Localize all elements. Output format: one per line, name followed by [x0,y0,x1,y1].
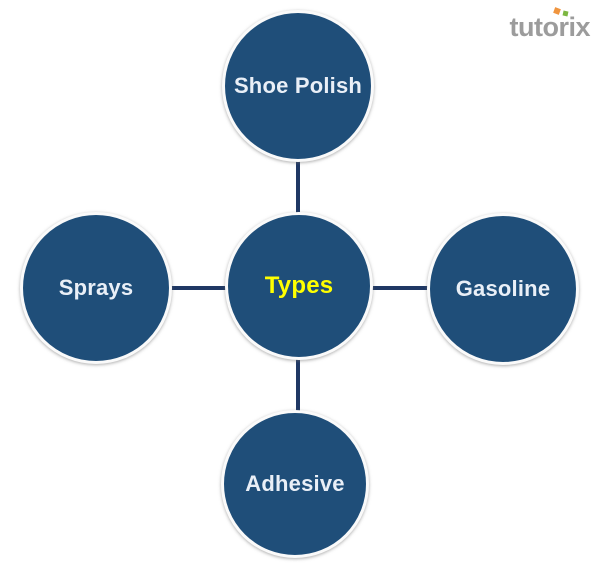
node-types-center: Types [225,212,373,360]
node-shoe-polish-label: Shoe Polish [233,73,363,98]
node-shoe-polish: Shoe Polish [222,10,374,162]
node-types-label: Types [264,272,334,299]
node-adhesive-label: Adhesive [245,471,345,496]
node-adhesive: Adhesive [221,410,369,558]
logo-text: tutorix [509,12,591,42]
tutorix-logo: tutorix [509,7,591,42]
node-gasoline: Gasoline [427,213,579,365]
node-sprays: Sprays [20,212,172,364]
node-sprays-label: Sprays [58,275,134,300]
node-gasoline-label: Gasoline [455,276,551,301]
logo-green-dot-icon [562,10,568,17]
